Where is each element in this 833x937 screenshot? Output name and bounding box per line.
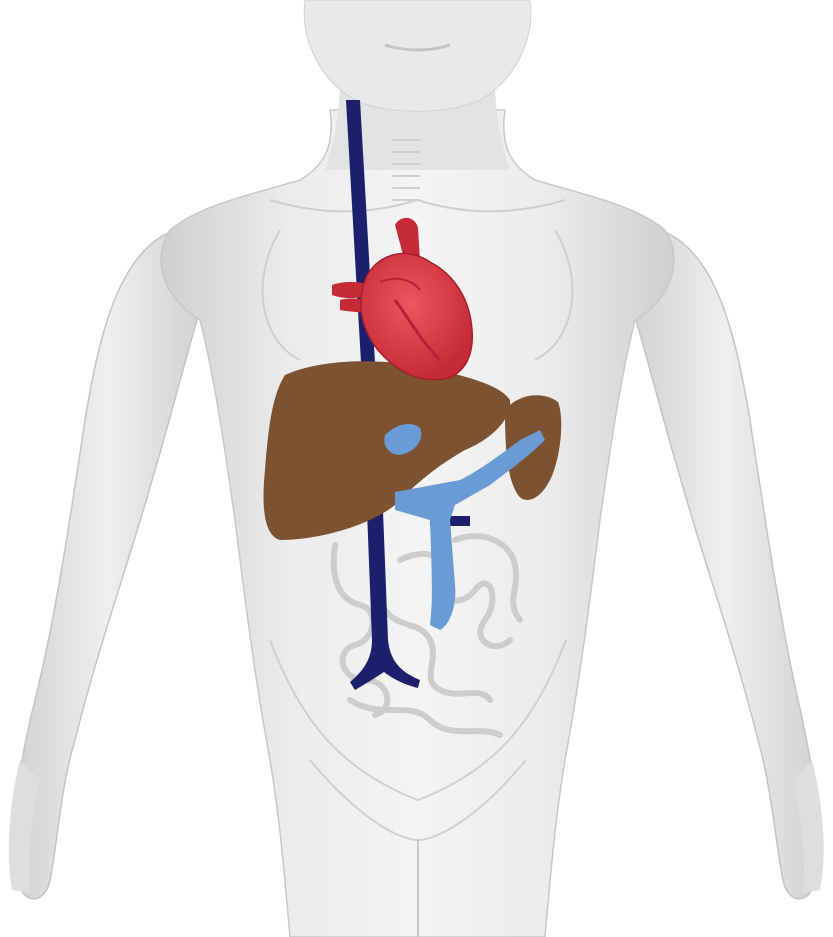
anatomy-illustration bbox=[0, 0, 833, 937]
